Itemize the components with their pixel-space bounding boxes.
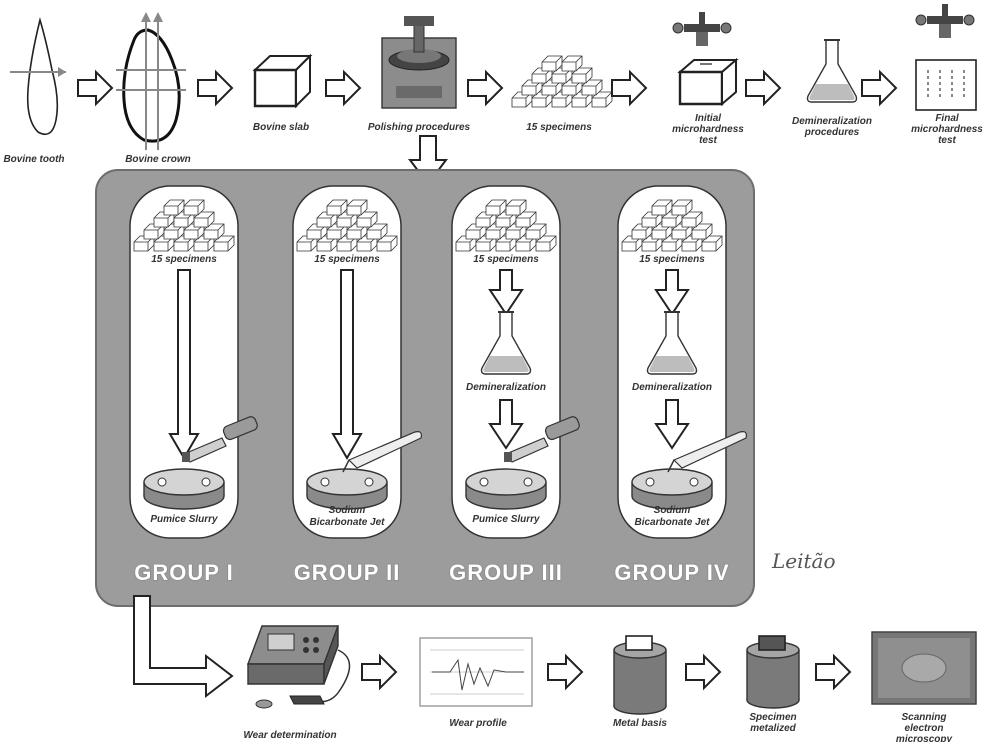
sem-line1: Scanning	[901, 712, 946, 723]
flask-icon	[808, 40, 857, 102]
top-flow-arrows	[78, 72, 896, 184]
initial-microhardness-illustration	[673, 12, 736, 104]
arrow-right-icon	[548, 656, 582, 688]
group2-title: GROUP II	[294, 560, 401, 585]
arrow-right-icon	[326, 72, 360, 104]
bovine-slab-label: Bovine slab	[253, 122, 309, 133]
group3-demineralization: Demineralization	[466, 382, 546, 393]
bovine-tooth-label: Bovine tooth	[3, 154, 64, 165]
sem-line2: electron	[905, 723, 944, 734]
final-microhardness-illustration	[916, 4, 976, 110]
sem-line3: microscopy	[896, 734, 953, 742]
wear-profile-label: Wear profile	[449, 718, 507, 729]
group2-treatment-line1: Sodium	[329, 505, 366, 516]
bovine-slab-illustration	[255, 56, 310, 106]
group4-specimens: 15 specimens	[639, 254, 705, 265]
group3-title: GROUP III	[449, 560, 563, 585]
group3-specimens: 15 specimens	[473, 254, 539, 265]
demin-proc-line2: procedures	[804, 127, 860, 138]
metalized-line2: metalized	[750, 723, 796, 734]
specimen-stack-illustration	[512, 56, 612, 107]
arrow-right-icon	[468, 72, 502, 104]
arrow-right-icon	[862, 72, 896, 104]
wear-device-illustration	[248, 626, 350, 708]
polishing-machine-illustration	[382, 16, 456, 108]
bovine-tooth-illustration	[10, 20, 66, 134]
arrow-right-icon	[362, 656, 396, 688]
group2-treatment-line2: Bicarbonate Jet	[309, 517, 385, 528]
initial-test-line1: Initial	[695, 113, 721, 124]
group1-title: GROUP I	[134, 560, 234, 585]
group3-treatment: Pumice Slurry	[472, 514, 540, 525]
metal-basis-illustration	[614, 636, 666, 714]
initial-test-line3: test	[699, 135, 717, 146]
final-test-line1: Final	[935, 113, 959, 124]
group4-treatment-line2: Bicarbonate Jet	[634, 517, 710, 528]
group2-specimens: 15 specimens	[314, 254, 380, 265]
artist-signature: Leitão	[771, 549, 836, 573]
bovine-crown-label: Bovine crown	[125, 154, 191, 165]
metal-basis-label: Metal basis	[613, 718, 667, 729]
arrow-right-icon	[746, 72, 780, 104]
arrow-right-icon	[686, 656, 720, 688]
group4-demineralization: Demineralization	[632, 382, 712, 393]
polishing-label: Polishing procedures	[368, 122, 471, 133]
metalized-line1: Specimen	[749, 712, 796, 723]
group1-specimens: 15 specimens	[151, 254, 217, 265]
arrow-right-icon	[198, 72, 232, 104]
group1-treatment: Pumice Slurry	[150, 514, 218, 525]
specimen-metalized-illustration	[747, 636, 799, 708]
arrow-elbow-icon	[134, 596, 232, 696]
arrow-right-icon	[612, 72, 646, 104]
arrow-right-icon	[816, 656, 850, 688]
sem-image	[872, 632, 976, 704]
wear-determination-label: Wear determination	[243, 730, 336, 741]
bovine-crown-illustration	[116, 12, 186, 150]
final-test-line3: test	[938, 135, 956, 146]
initial-test-line2: microhardness	[672, 124, 744, 135]
arrow-right-icon	[78, 72, 112, 104]
wear-profile-illustration	[420, 638, 532, 706]
specimens-label: 15 specimens	[526, 122, 592, 133]
final-test-line2: microhardness	[911, 124, 983, 135]
group4-title: GROUP IV	[614, 560, 729, 585]
demin-proc-line1: Demineralization	[792, 116, 872, 127]
group4-treatment-line1: Sodium	[654, 505, 691, 516]
